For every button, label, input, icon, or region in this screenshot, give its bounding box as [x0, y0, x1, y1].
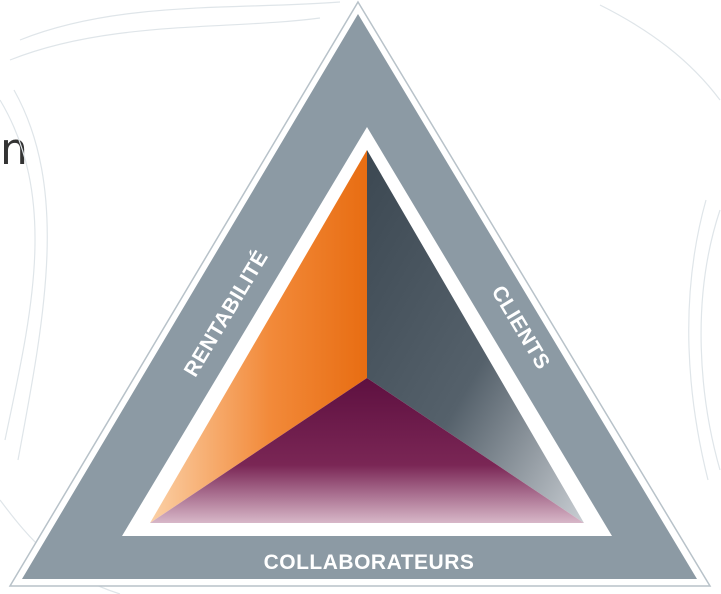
cut-off-text: n	[0, 124, 28, 175]
face-rentabilite	[150, 150, 367, 523]
label-collaborateurs: COLLABORATEURS	[264, 551, 475, 574]
face-collaborateurs	[150, 378, 584, 523]
face-clients	[367, 150, 584, 523]
